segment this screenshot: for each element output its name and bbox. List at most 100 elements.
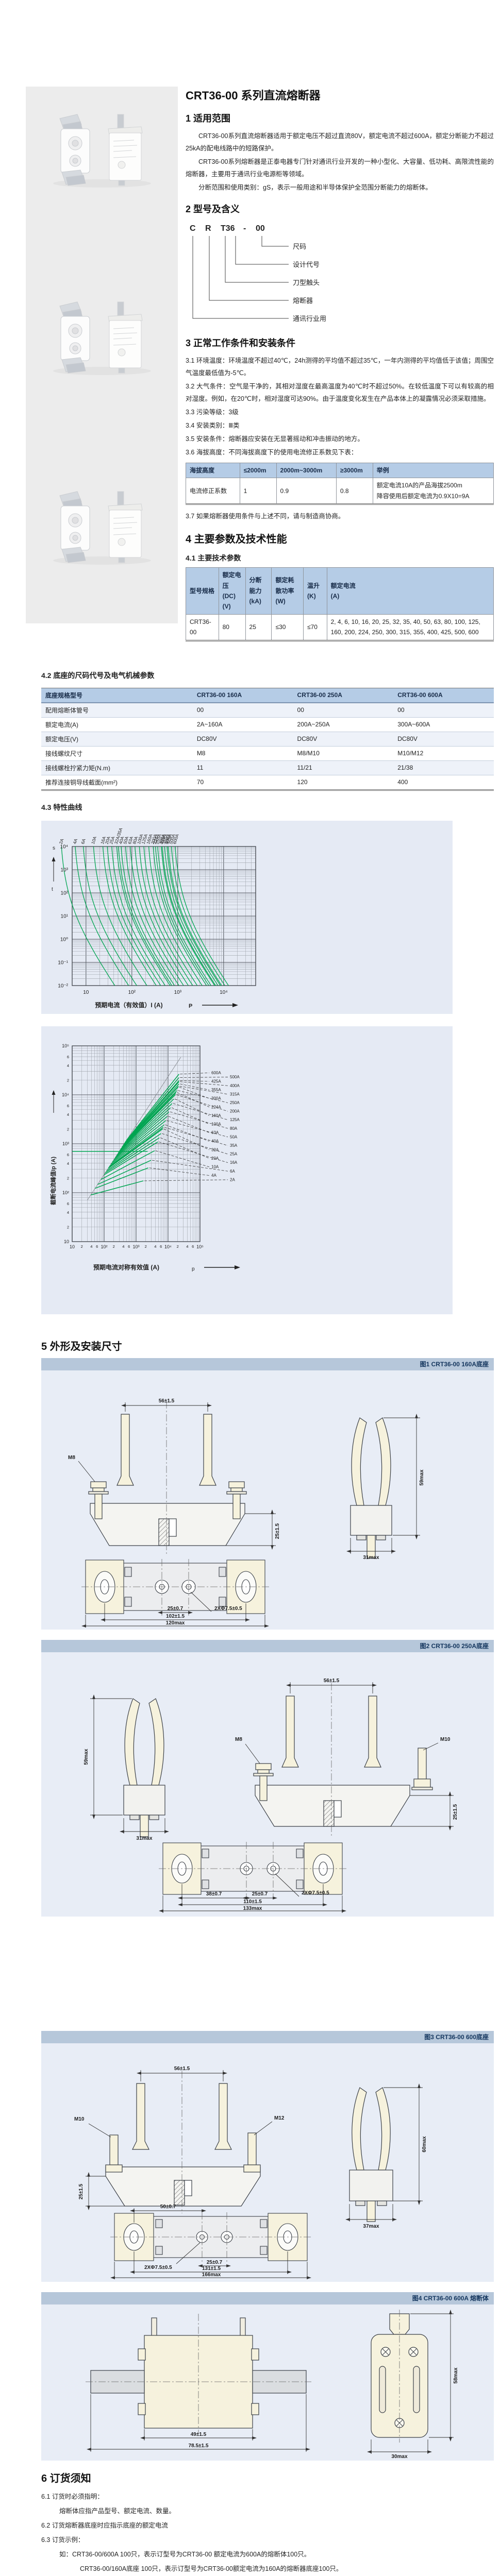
bottom-dims [110, 2208, 312, 2279]
dim-side-width: 30max [391, 2454, 408, 2459]
cutoff-label: 80A [230, 1126, 238, 1130]
table-cell: 11 [192, 760, 293, 775]
table-cell: 0.8 [336, 478, 373, 505]
curve-label: 2A [58, 838, 65, 844]
dim-overall: 166max [202, 2272, 221, 2278]
label-leader [176, 1094, 228, 1111]
bottom-centerlines [159, 1841, 346, 1896]
y-minor-label: 6 [67, 1153, 69, 1157]
table-cell: 1 [239, 478, 277, 505]
y-minor-label: 2 [67, 1176, 69, 1180]
figure3-drawing: 56±1.5 M10 M12 25±1.5 60max 37max [74, 2066, 427, 2279]
table-header-cell: 温升(K) [303, 567, 327, 615]
dim-bolt-left: M10 [74, 2116, 85, 2122]
table-header-cell: 底座规格型号 [41, 688, 193, 703]
x-minor-label: 4 [90, 1244, 92, 1249]
section2-heading: 2 型号及含义 [186, 204, 240, 214]
label-leader [165, 1124, 210, 1142]
section1-paragraph: CRT36-00系列熔断器是正泰电器专门针对通讯行业开发的一种小型化、大容量、低… [186, 158, 494, 178]
fuse-curve-50A [125, 846, 179, 986]
dim-top-span: 56±1.5 [159, 1398, 175, 1404]
bottom-centerlines [81, 1558, 269, 1616]
y-minor-label: 2 [67, 1225, 69, 1229]
figure4-panel: 图4 CRT36-00 600A 熔断体 49±1.5 78.5±1.5 [41, 2292, 494, 2461]
ordering-line: 熔断体应指产品型号、额定电流、数量。 [59, 2507, 176, 2515]
section4-heading: 4 主要参数及技术性能 [186, 534, 287, 546]
dim-hole-pitch: 25±0.7 [168, 1606, 184, 1612]
cutoff-label: 200A [230, 1109, 240, 1113]
cutoff-line-500A [125, 1077, 179, 1142]
fuse-curve-224A [155, 846, 209, 986]
model-label-blade: 刀型触头 [293, 279, 320, 286]
y-minor-label: 4 [67, 1063, 69, 1067]
dim-hole: 2XΦ7.5±0.5 [302, 1890, 329, 1896]
bottom-centerlines [110, 2212, 311, 2263]
cutoff-line-425A [124, 1080, 179, 1144]
cutoff-label: 2A [230, 1177, 235, 1182]
fuse-curve-16A [102, 846, 157, 986]
fuse-curve-500A [171, 846, 225, 986]
cutoff-label: 400A [230, 1083, 240, 1088]
cutoff-label: 10A [211, 1164, 219, 1169]
curve-label: 10A [90, 835, 97, 844]
dim-hole: 2XΦ7.5±0.5 [214, 1606, 242, 1612]
side-view [349, 2087, 393, 2222]
page1-row: CRT36-00 系列直流熔断器 1 适用范围 CRT36-00系列直流熔断器适… [26, 87, 494, 641]
label-leader [180, 1072, 210, 1074]
side-dims [366, 2309, 454, 2454]
dim-overall-width: 78.5±1.5 [189, 2443, 209, 2449]
side-view [123, 1698, 165, 1837]
x-minor-label: 2 [113, 1244, 115, 1249]
ordering-section: 6 订货须知 6.1 订货时必须指明： 熔断体应指产品型号、额定电流、数量。 6… [41, 2470, 494, 2575]
fuse-curve-160A [148, 846, 203, 986]
product-photo-sidebar [26, 87, 178, 623]
fuse-curve-250A [157, 846, 211, 986]
cutoff-line-40A [109, 1124, 165, 1166]
table-cell: M8/M10 [293, 746, 394, 761]
curve-label: 20A [104, 835, 111, 844]
side-view [371, 2313, 428, 2438]
table-cell: CRT36-00 [186, 614, 219, 641]
dim-top-span: 56±1.5 [324, 1678, 340, 1684]
cutoff-current-chart: 101010²10²10³10³10⁴10⁴10⁵10⁵224466224466… [49, 1043, 240, 1272]
label-leader [166, 1120, 228, 1137]
fuse-curve-400A [166, 846, 221, 986]
label-leader [162, 1133, 228, 1154]
table-cell: 80 [218, 614, 246, 641]
figure1-panel: 图1 CRT36-00 160A底座 56±1.5 M8 25 [41, 1358, 494, 1630]
table-header-cell: 分断能力 (kA) [245, 567, 272, 615]
dim-body-width: 49±1.5 [191, 2432, 207, 2437]
cutoff-label: 50A [230, 1134, 238, 1139]
y-tick-label: 10² [62, 1190, 69, 1195]
table-cell: 电流修正系数 [186, 478, 240, 505]
section1-paragraph: CRT36-00系列直流熔断器适用于额定电压不超过直流80V，额定电流不超过60… [186, 132, 494, 152]
ordering-line: 如：CRT36-00/600A 100只，表示订型号为CRT36-00 额定电流… [59, 2550, 311, 2558]
condition-item: 3.2 大气条件：空气是干净的，其相对湿度在最高温度为40℃时不超过50%。在较… [186, 383, 494, 402]
dim-a: 38±0.7 [206, 1891, 222, 1897]
y-tick-label: 10⁵ [62, 1043, 69, 1048]
fuse-curve-20A [107, 846, 161, 986]
table-cell: 25 [245, 614, 272, 641]
label-leader [163, 1128, 210, 1150]
table-cell: ≤30 [271, 614, 304, 641]
section3-conditions: 3.1 环境温度：环境温度不超过40℃，24h测得的平均值不超过35℃，一年内测… [186, 354, 494, 459]
x-axis-sublabel: p [192, 1266, 195, 1272]
table-cell: 70 [192, 775, 293, 790]
product-photo [40, 484, 164, 567]
cutoff-label: 355A [211, 1088, 221, 1092]
table-header-cell: 举例 [372, 462, 494, 479]
dim-height: 25±1.5 [78, 2183, 84, 2199]
fuse-curve-63A [129, 846, 184, 986]
cutoff-label: 224A [211, 1105, 221, 1109]
x-axis-label: 预期电流（有效值）I (A) [95, 1001, 162, 1009]
model-label-telecom: 通讯行业用 [293, 315, 326, 323]
model-code-industry: C [190, 224, 196, 233]
y-tick-label: 10¹ [61, 913, 69, 919]
front-dims [86, 2070, 273, 2210]
front-view [105, 2082, 261, 2207]
table-cell: M8 [192, 746, 293, 761]
section1-heading: 1 适用范围 [186, 113, 231, 124]
